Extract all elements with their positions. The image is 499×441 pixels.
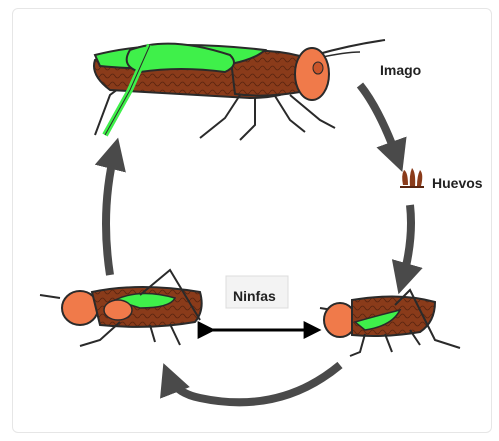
label-ninfas: Ninfas bbox=[233, 288, 276, 304]
arrow-nymph-to-nymph bbox=[168, 365, 340, 402]
label-huevos: Huevos bbox=[432, 175, 483, 191]
arrow-eggs-to-nymph bbox=[402, 205, 411, 282]
imago-grasshopper bbox=[94, 40, 385, 140]
eggs-cluster bbox=[400, 168, 424, 187]
label-imago: Imago bbox=[380, 62, 421, 78]
arrow-imago-to-eggs bbox=[360, 85, 398, 160]
nymph-right bbox=[320, 290, 460, 356]
arrow-nymph-to-imago bbox=[106, 150, 115, 275]
nymph-left bbox=[40, 270, 202, 346]
